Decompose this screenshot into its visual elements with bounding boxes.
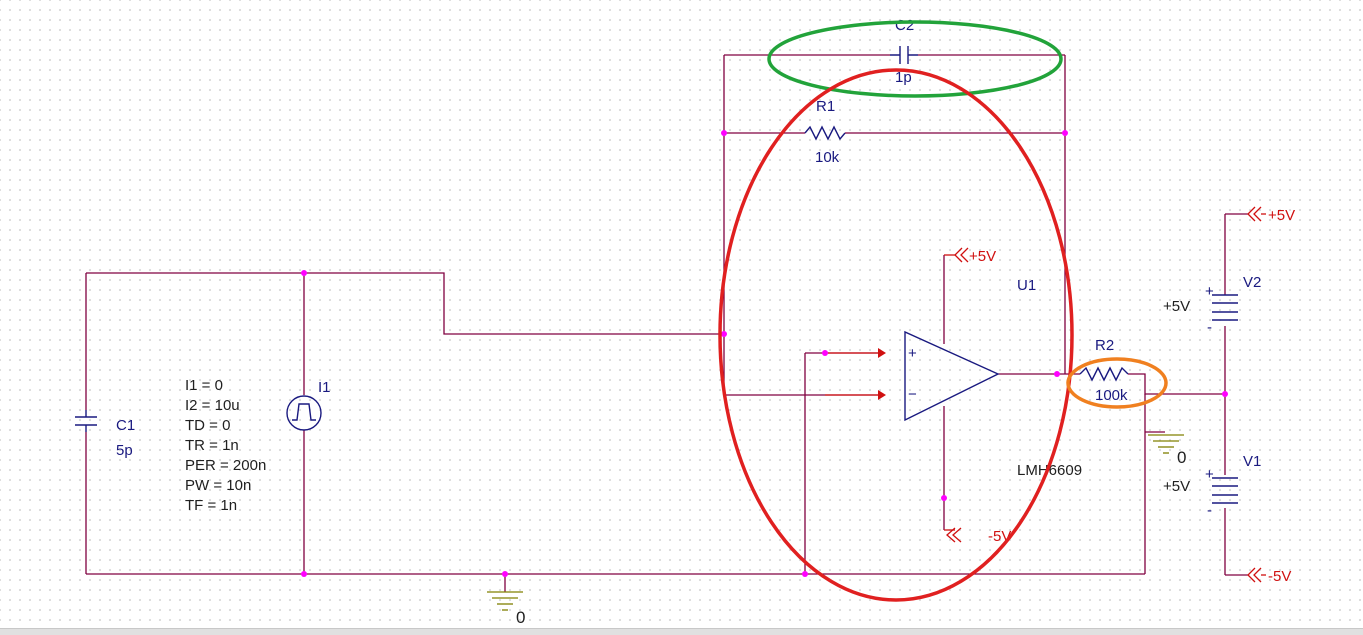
- wires: [85, 54, 1248, 592]
- opamp-minus-pin: −: [908, 386, 917, 403]
- power-flag-opamp-pos[interactable]: +5V: [944, 247, 996, 265]
- opamp-neg-label: -5V: [988, 528, 1011, 545]
- supply-neg-label: -5V: [1268, 568, 1291, 585]
- r2-ref: R2: [1095, 337, 1114, 354]
- supply-pos-label: +5V: [1268, 207, 1295, 224]
- bottom-scroll-area: [0, 628, 1363, 635]
- c1-ref: C1: [116, 417, 135, 434]
- i1-params: I1 = 0 I2 = 10u TD = 0 TR = 1n PER = 200…: [185, 377, 266, 514]
- junctions: [301, 130, 1228, 577]
- opamp-pos-label: +5V: [969, 248, 996, 265]
- power-flag-supply-pos[interactable]: +5V: [1247, 206, 1295, 224]
- voltage-source-v2[interactable]: + - V2 +5V: [1163, 274, 1261, 336]
- c2-ref: C2: [895, 17, 914, 34]
- c1-value: 5p: [116, 442, 133, 459]
- ground-main-label: 0: [516, 608, 525, 627]
- capacitor-c2[interactable]: C2 1p: [890, 17, 918, 86]
- i1-ref: I1: [318, 379, 331, 396]
- i1-param: PER = 200n: [185, 457, 266, 474]
- r2-value: 100k: [1095, 387, 1128, 404]
- r1-value: 10k: [815, 149, 840, 166]
- i1-param: TR = 1n: [185, 437, 239, 454]
- power-flag-supply-neg[interactable]: -5V: [1247, 567, 1291, 585]
- v2-plus-mark: +: [1205, 283, 1214, 300]
- power-flag-opamp-neg[interactable]: -5V: [944, 527, 1011, 545]
- current-source-i1[interactable]: I1 I1 = 0 I2 = 10u TD = 0 TR = 1n PER = …: [185, 377, 331, 514]
- opamp-input-arrows: [825, 348, 886, 400]
- i1-param: I2 = 10u: [185, 397, 240, 414]
- capacitor-c1[interactable]: C1 5p: [75, 410, 135, 459]
- v1-plus-mark: +: [1205, 466, 1214, 483]
- r1-ref: R1: [816, 98, 835, 115]
- v1-value: +5V: [1163, 478, 1190, 495]
- i1-param: I1 = 0: [185, 377, 223, 394]
- ground-mid[interactable]: 0: [1148, 434, 1186, 467]
- u1-ref: U1: [1017, 277, 1036, 294]
- v1-ref: V1: [1243, 453, 1261, 470]
- u1-part: LMH6609: [1017, 462, 1082, 479]
- v2-value: +5V: [1163, 298, 1190, 315]
- resistor-r2[interactable]: R2 100k: [1079, 337, 1129, 404]
- v2-ref: V2: [1243, 274, 1261, 291]
- annotation-ellipse-orange: [1066, 357, 1168, 409]
- opamp-u1[interactable]: + − U1 LMH6609: [904, 277, 1082, 479]
- v2-minus-mark: -: [1207, 319, 1212, 336]
- opamp-plus-pin: +: [908, 345, 917, 362]
- annotation-ellipse-green: [767, 20, 1063, 98]
- resistor-r1[interactable]: R1 10k: [804, 98, 846, 166]
- ground-main[interactable]: 0: [487, 591, 525, 627]
- i1-param: PW = 10n: [185, 477, 251, 494]
- i1-param: TF = 1n: [185, 497, 237, 514]
- v1-minus-mark: -: [1207, 502, 1212, 519]
- i1-param: TD = 0: [185, 417, 230, 434]
- voltage-source-v1[interactable]: + - V1 +5V: [1163, 453, 1261, 519]
- ground-mid-label: 0: [1177, 448, 1186, 467]
- c2-value: 1p: [895, 69, 912, 86]
- annotation-ellipse-red: [718, 68, 1074, 602]
